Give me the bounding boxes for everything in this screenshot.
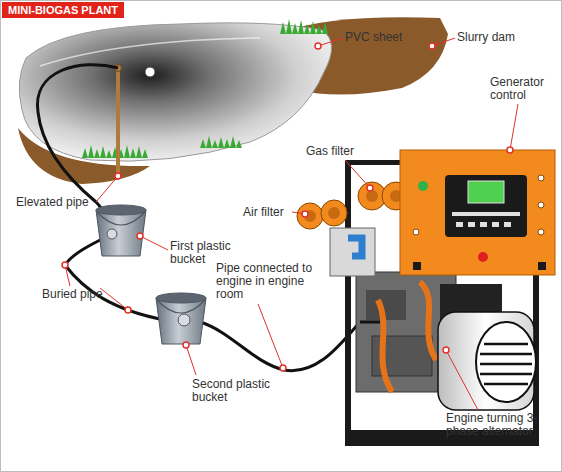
panel-button	[504, 222, 511, 227]
leader-dot	[125, 307, 131, 313]
air-filter	[297, 203, 323, 229]
coolant-hose	[420, 282, 436, 360]
title-tag: MINI-BIOGAS PLANT	[2, 2, 124, 18]
elevated-pipe	[116, 68, 120, 176]
leader-dot	[443, 347, 449, 353]
stop-button	[478, 252, 488, 262]
bucket-handle	[97, 212, 145, 225]
leader-dot	[302, 211, 308, 217]
terminal	[413, 262, 421, 270]
part-label: Gas filter	[306, 145, 376, 158]
panel-leds	[452, 212, 520, 216]
alternator-face	[476, 322, 536, 402]
gas-filter-cap	[366, 190, 378, 202]
leader-line	[510, 104, 518, 150]
coolant-hose	[378, 300, 392, 392]
frame-post	[345, 160, 351, 445]
leader-line	[258, 304, 283, 368]
leader-line	[186, 345, 196, 375]
part-label: Air filter	[243, 206, 303, 219]
bucket-rim	[96, 205, 146, 215]
leader-dot	[137, 233, 143, 239]
bolt	[538, 229, 544, 235]
panel-button	[468, 222, 475, 227]
panel-button	[456, 222, 463, 227]
leader-dot	[62, 262, 68, 268]
leader-dot	[183, 342, 189, 348]
bucket-fitting	[107, 229, 117, 239]
alternator-grille	[480, 344, 532, 384]
grass	[200, 136, 242, 148]
part-label: PVC sheet	[345, 31, 425, 44]
gas-outlet	[145, 67, 155, 77]
pvc-bag	[19, 23, 331, 161]
bucket-rim	[156, 293, 206, 303]
leader-dot	[115, 173, 121, 179]
bucket-fitting	[178, 314, 190, 326]
air-filter	[321, 200, 347, 226]
leader-line	[100, 288, 128, 310]
engine-pipe	[200, 322, 360, 371]
blue-elbow	[348, 238, 362, 256]
leader-line	[446, 350, 478, 410]
part-label: Second plastic bucket	[192, 378, 284, 404]
bolt	[538, 202, 544, 208]
control-box	[400, 150, 555, 275]
bucket-handle	[157, 300, 205, 313]
leader-dot	[280, 365, 286, 371]
leader-dot	[315, 43, 321, 49]
panel-button	[480, 222, 487, 227]
bolt	[413, 229, 419, 235]
plastic-bucket	[156, 298, 206, 344]
part-label: Pipe connected to engine in engine room	[216, 262, 316, 301]
indicator-lamp	[418, 181, 428, 191]
control-panel	[445, 175, 527, 237]
part-label: Engine turning 3-phase alternator	[446, 412, 560, 438]
part-label: Elevated pipe	[16, 196, 106, 209]
engine-part	[366, 290, 406, 320]
leader-dot	[507, 147, 513, 153]
part-label: Buried pipe	[42, 288, 122, 301]
leader-dot	[367, 185, 373, 191]
leader-line	[345, 160, 370, 188]
frame-bar	[345, 160, 405, 165]
leader-line	[140, 236, 168, 250]
leader-dots	[62, 43, 513, 371]
leader-lines	[65, 38, 518, 410]
bag-crease	[40, 38, 260, 66]
bolt	[538, 175, 544, 181]
air-filter-cap	[328, 207, 340, 219]
leader-line	[318, 38, 343, 46]
filter-housing	[330, 228, 375, 276]
plastic-bucket	[96, 210, 146, 256]
leader-line	[96, 176, 118, 202]
terminal	[538, 262, 546, 270]
part-label: Generator control	[490, 76, 552, 102]
grass	[280, 19, 328, 34]
panel-button	[492, 222, 499, 227]
grass	[82, 145, 148, 158]
engine-pipe	[360, 321, 380, 324]
leader-dot	[429, 43, 435, 49]
part-label: Slurry dam	[457, 31, 537, 44]
control-screen	[468, 181, 504, 203]
